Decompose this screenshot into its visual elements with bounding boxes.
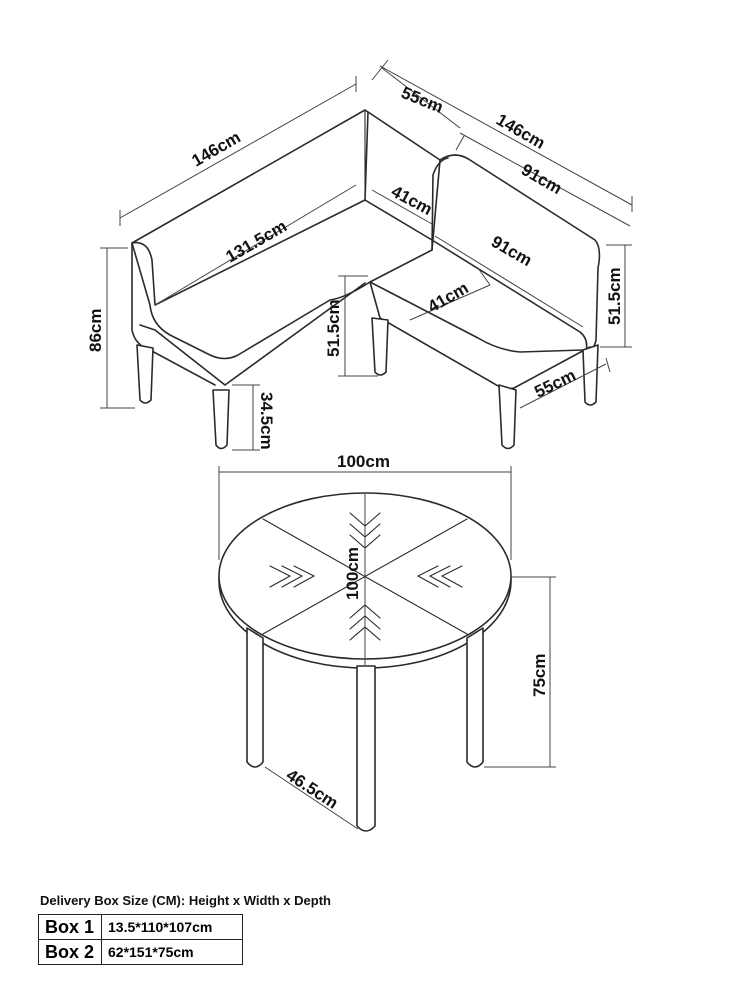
table-row: Box 1 13.5*110*107cm	[38, 914, 243, 940]
dim-leg-height: 34.5cm	[257, 392, 276, 450]
dim-back-right-width: 146cm	[493, 110, 548, 153]
dim-back-height-right: 51.5cm	[605, 267, 624, 325]
dim-total-height: 86cm	[86, 309, 105, 352]
dim-seat-depth-inner: 41cm	[388, 182, 435, 219]
dim-side-depth: 55cm	[399, 83, 446, 117]
dim-front-depth: 55cm	[531, 365, 578, 401]
table-dimension-lines	[218, 466, 556, 830]
corner-bench-drawing	[131, 109, 601, 450]
bench-dimension-lines	[100, 59, 633, 451]
dim-table-height: 75cm	[530, 654, 549, 697]
table-row: Box 2 62*151*75cm	[38, 939, 243, 965]
box-size: 13.5*110*107cm	[101, 914, 243, 940]
box-label: Box 1	[38, 914, 102, 940]
dim-seat-height: 51.5cm	[324, 299, 343, 357]
dim-seat-depth-front: 41cm	[425, 278, 472, 316]
dim-seat-right-inner: 91cm	[518, 160, 565, 198]
bench-dimension-labels: 146cm 55cm 146cm 91cm 131.5cm 41cm 91cm …	[86, 83, 624, 450]
box-size: 62*151*75cm	[101, 939, 243, 965]
dim-table-depth: 100cm	[343, 547, 362, 600]
dim-table-leg-spread: 46.5cm	[283, 765, 342, 812]
dim-back-left-width: 146cm	[189, 128, 244, 171]
furniture-dimension-diagram: 146cm 55cm 146cm 91cm 131.5cm 41cm 91cm …	[86, 59, 633, 832]
dim-seat-left-inner: 131.5cm	[223, 216, 291, 266]
delivery-box-title: Delivery Box Size (CM): Height x Width x…	[40, 893, 331, 908]
box-label: Box 2	[38, 939, 102, 965]
dim-table-width: 100cm	[337, 452, 390, 471]
delivery-box-table: Box 1 13.5*110*107cm Box 2 62*151*75cm	[38, 914, 243, 965]
delivery-box-section: Delivery Box Size (CM): Height x Width x…	[38, 893, 458, 965]
dim-seat-right-front: 91cm	[488, 232, 535, 270]
